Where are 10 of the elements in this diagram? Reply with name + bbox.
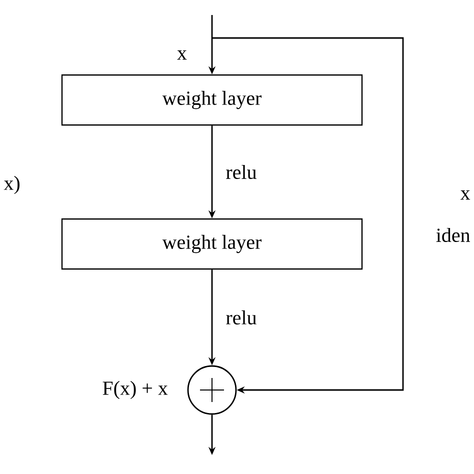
arrow (212, 37, 404, 394)
sum-circle (187, 365, 237, 415)
sum-label: F(x) + x (102, 380, 168, 400)
text-label: iden (436, 228, 470, 242)
layer-box: weight layer (61, 74, 363, 126)
text-label: x (460, 190, 470, 200)
layer-box: weight layer (61, 218, 363, 270)
edge-label: relu (224, 309, 258, 326)
text-label: x) (4, 176, 20, 194)
edge-label: relu (224, 164, 258, 180)
